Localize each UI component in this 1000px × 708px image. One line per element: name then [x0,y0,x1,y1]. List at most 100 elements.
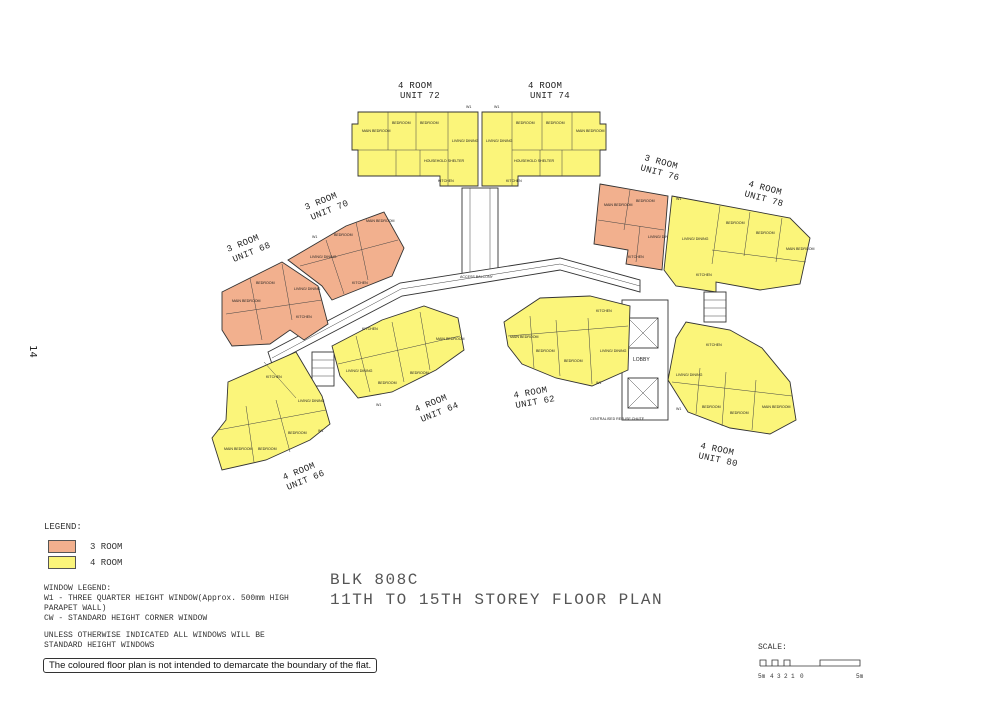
unit-74-number: UNIT 74 [530,91,570,101]
window-legend: WINDOW LEGEND: W1 - THREE QUARTER HEIGHT… [44,584,304,624]
unit-78: LIVING/ DINING BEDROOM BEDROOM MAIN BEDR… [663,195,815,293]
room-bedroom: BEDROOM [564,359,583,363]
scale-ticks: 5m 4 3 2 1 0 5m [758,673,868,683]
room-kitchen: KITCHEN [352,281,368,285]
room-living-dining: LIVING/ DINING [294,287,321,291]
general-note: UNLESS OTHERWISE INDICATED ALL WINDOWS W… [44,631,265,650]
unit-72: MAIN BEDROOM BEDROOM BEDROOM LIVING/ DIN… [351,111,479,187]
room-living-dining: LIVING/ DINING [648,235,675,239]
room-bedroom: BEDROOM [726,221,745,225]
access-balcony-label: ACCESS BALCONY [460,275,494,279]
room-household-shelter: HOUSEHOLD SHELTER [424,159,464,163]
room-bedroom: BEDROOM [392,121,411,125]
window-legend-line: CW - STANDARD HEIGHT CORNER WINDOW [44,614,208,623]
room-kitchen: KITCHEN [266,375,282,379]
lobby-label: LOBBY [633,357,650,363]
unit-68: MAIN BEDROOM BEDROOM LIVING/ DINING KITC… [221,261,329,347]
room-bedroom: BEDROOM [536,349,555,353]
room-main-bedroom: MAIN BEDROOM [510,335,539,339]
legend-label-3-room: 3 ROOM [90,541,123,552]
room-household-shelter: HOUSEHOLD SHELTER [514,159,554,163]
w1-label: W1 [466,105,471,109]
room-bedroom: BEDROOM [288,431,307,435]
room-main-bedroom: MAIN BEDROOM [232,299,261,303]
central-corridor [461,187,499,277]
legend-title: LEGEND: [44,522,82,532]
staircase-right [703,291,727,323]
scale-tick: 3 [777,673,781,680]
room-kitchen: KITCHEN [596,309,612,313]
room-main-bedroom: MAIN BEDROOM [576,129,605,133]
scale-tick: 1 [791,673,795,680]
unit-80: LIVING/ DINING BEDROOM BEDROOM MAIN BEDR… [667,321,797,435]
legend-swatch-4-room [48,556,76,569]
room-kitchen: KITCHEN [362,327,378,331]
w1-label: W1 [596,381,601,385]
room-bedroom: BEDROOM [730,411,749,415]
unit-66: MAIN BEDROOM BEDROOM BEDROOM LIVING/ DIN… [211,351,331,471]
storey-title: 11TH TO 15TH STOREY FLOOR PLAN [330,591,664,609]
room-bedroom: BEDROOM [420,121,439,125]
room-kitchen: KITCHEN [628,255,644,259]
unit-76: MAIN BEDROOM BEDROOM LIVING/ DINING KITC… [593,183,675,271]
room-bedroom: BEDROOM [546,121,565,125]
scale-tick: 5m [758,673,766,680]
scale-label: SCALE: [758,643,787,652]
room-living-dining: LIVING/ DINING [600,349,627,353]
unit-64: LIVING/ DINING BEDROOM BEDROOM MAIN BEDR… [331,305,465,399]
room-kitchen: KITCHEN [706,343,722,347]
room-living-dining: LIVING/ DINING [346,369,373,373]
unit-72-number: UNIT 72 [400,91,440,101]
unit-70: LIVING/ DINING BEDROOM MAIN BEDROOM KITC… [287,211,405,301]
legend-swatch-3-room [48,540,76,553]
room-bedroom: BEDROOM [702,405,721,409]
room-kitchen: KITCHEN [696,273,712,277]
room-bedroom: BEDROOM [636,199,655,203]
room-living-dining: LIVING/ DINING [682,237,709,241]
room-main-bedroom: MAIN BEDROOM [762,405,791,409]
room-living-dining: LIVING/ DINING [676,373,703,377]
scale-graphic [759,659,861,667]
room-bedroom: BEDROOM [378,381,397,385]
room-living-dining: LIVING/ DINING [298,399,325,403]
room-bedroom: BEDROOM [516,121,535,125]
room-living-dining: LIVING/ DINING [310,255,337,259]
room-main-bedroom: MAIN BEDROOM [224,447,253,451]
scale-tick: 0 [800,673,804,680]
w1-label: W1 [312,235,317,239]
unit-74: LIVING/ DINING BEDROOM BEDROOM MAIN BEDR… [481,111,607,187]
room-kitchen: KITCHEN [296,315,312,319]
w1-label: W1 [318,429,323,433]
room-main-bedroom: MAIN BEDROOM [786,247,815,251]
legend-item-3-room: 3 ROOM [48,540,122,553]
room-main-bedroom: MAIN BEDROOM [362,129,391,133]
room-main-bedroom: MAIN BEDROOM [604,203,633,207]
room-living-dining: LIVING/ DINING [486,139,513,143]
legend: LEGEND: 3 ROOM 4 ROOM [44,522,122,569]
room-bedroom: BEDROOM [258,447,277,451]
unit-72-type: 4 ROOM [398,81,432,91]
scale-bar: SCALE: 5m 4 3 2 1 0 5m [758,643,868,683]
unit-62: MAIN BEDROOM BEDROOM BEDROOM LIVING/ DIN… [503,295,631,387]
scale-tick: 4 [770,673,774,680]
scale-tick: 2 [784,673,788,680]
window-legend-line: W1 - THREE QUARTER HEIGHT WINDOW(Approx.… [44,594,289,613]
room-living-dining: LIVING/ DINING [452,139,479,143]
room-bedroom: BEDROOM [756,231,775,235]
w1-label: W1 [676,407,681,411]
w1-label: W1 [494,105,499,109]
room-bedroom: BEDROOM [334,233,353,237]
plan-title: BLK 808C 11TH TO 15TH STOREY FLOOR PLAN [330,570,663,610]
room-bedroom: BEDROOM [256,281,275,285]
room-kitchen: KITCHEN [438,179,454,183]
access-balcony [267,257,641,365]
window-legend-title: WINDOW LEGEND: [44,584,112,593]
unit-74-type: 4 ROOM [528,81,562,91]
scale-tick: 5m [856,673,864,680]
legend-item-4-room: 4 ROOM [48,556,122,569]
room-main-bedroom: MAIN BEDROOM [366,219,395,223]
staircase-left [311,351,335,387]
w1-label: W1 [376,403,381,407]
w1-label: W1 [676,197,681,201]
